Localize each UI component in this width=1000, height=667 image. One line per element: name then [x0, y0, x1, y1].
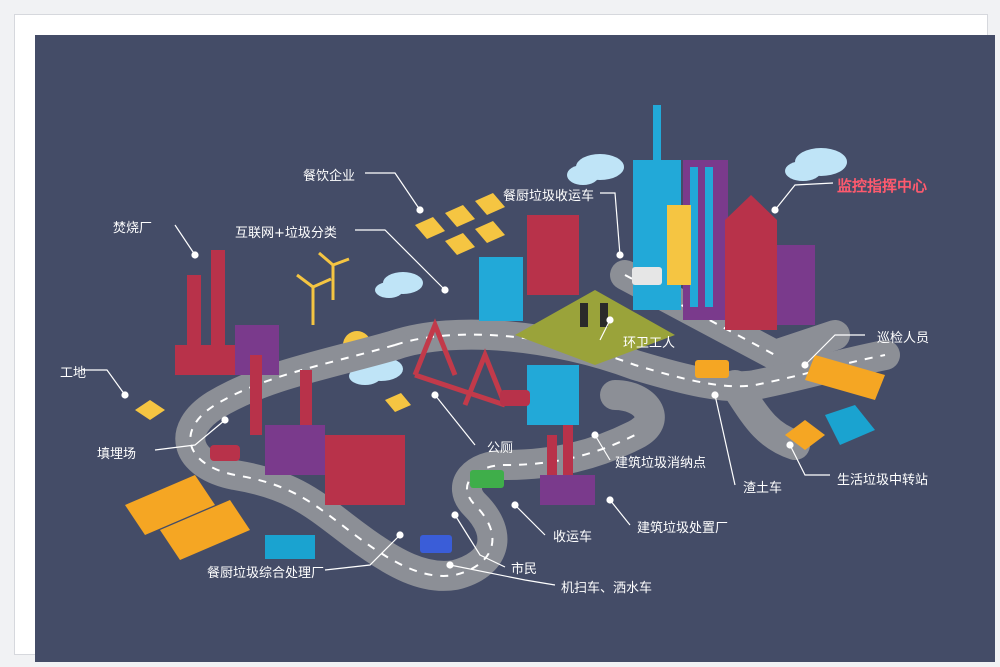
label-collection-truck: 收运车: [553, 530, 593, 545]
label-catering-enterprise: 餐饮企业: [303, 169, 356, 184]
label-landfill: 填埋场: [97, 447, 137, 462]
label-kitchen-waste-truck: 餐厨垃圾收运车: [503, 189, 595, 204]
wind-turbine-icon: [296, 251, 350, 325]
vehicle-icon: [210, 267, 729, 553]
image-frame: 餐饮企业 焚烧厂 互联网+垃圾分类 餐厨垃圾收运车 监控指挥中心 工地 填埋场 …: [14, 14, 995, 662]
label-monitoring-center: 监控指挥中心: [837, 177, 928, 195]
label-patrol-staff: 巡检人员: [877, 331, 930, 346]
label-construction-waste-plant: 建筑垃圾处置厂: [637, 521, 729, 536]
label-kitchen-waste-plant: 餐厨垃圾综合处理厂: [207, 566, 325, 581]
incineration-plant: [175, 250, 279, 375]
bridge: [412, 318, 508, 408]
label-internet-sorting: 互联网+垃圾分类: [235, 226, 337, 241]
label-incineration-plant: 焚烧厂: [113, 221, 153, 236]
cloud-icon: [349, 148, 847, 385]
construction-waste-plant: [540, 425, 595, 505]
label-sanitation-workers: 环卫工人: [623, 336, 676, 351]
label-public-toilet: 公厕: [487, 441, 514, 456]
label-construction-site: 工地: [60, 366, 87, 381]
smart-sanitation-scene: 餐饮企业 焚烧厂 互联网+垃圾分类 餐厨垃圾收运车 监控指挥中心 工地 填埋场 …: [35, 35, 995, 662]
transfer-station: [135, 400, 875, 559]
label-muck-truck: 渣土车: [743, 481, 783, 496]
sanitation-plaza: [515, 290, 675, 365]
city-illustration: [83, 105, 900, 591]
solar-panels: [385, 193, 505, 412]
label-sweeper-sprinkler: 机扫车、洒水车: [561, 581, 653, 596]
monitoring-center-buildings: [633, 105, 815, 330]
train-icon: [125, 355, 885, 560]
residential-buildings: [479, 215, 579, 425]
label-construction-disposal-point: 建筑垃圾消纳点: [615, 456, 707, 471]
callout-lines: [83, 172, 865, 586]
kitchen-waste-plant: [250, 355, 405, 505]
label-citizens: 市民: [511, 562, 538, 577]
label-transfer-station: 生活垃圾中转站: [837, 473, 929, 488]
